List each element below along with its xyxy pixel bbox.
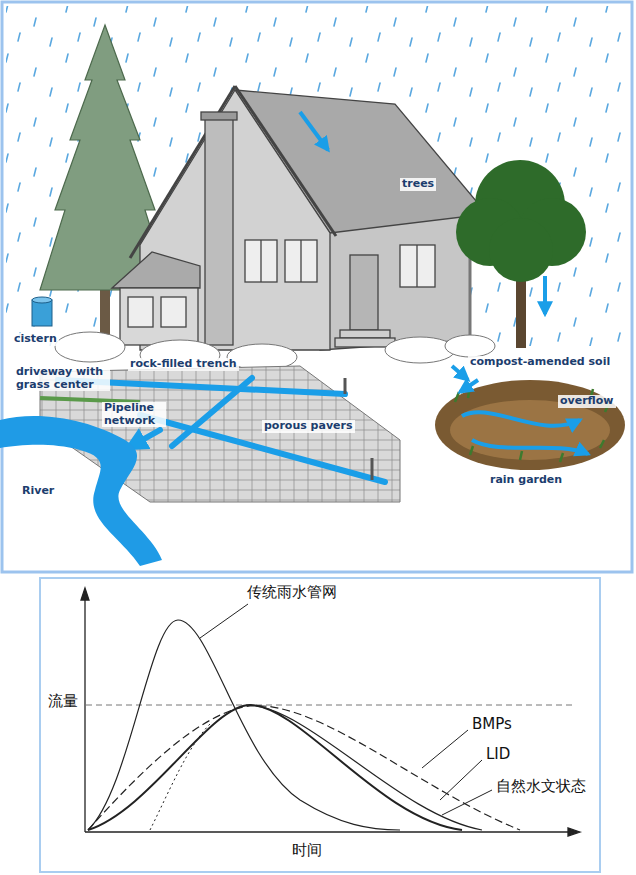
part-label: Pipeline network [102, 402, 166, 427]
shrubs [55, 332, 495, 370]
part-label: trees [400, 178, 436, 191]
curve-label: 传统雨水管网 [245, 584, 339, 601]
curve-label: 自然水文状态 [494, 778, 588, 795]
part-label: porous pavers [262, 420, 355, 433]
part-label: compost-amended soil [468, 356, 612, 369]
curve-label: BMPs [470, 716, 514, 733]
part-label: rain garden [488, 474, 564, 487]
conifer-tree [40, 25, 170, 345]
house [112, 86, 487, 350]
deciduous-tree [456, 160, 586, 348]
chart-axes [81, 588, 580, 836]
river [0, 416, 162, 566]
runoff-arrow [300, 112, 328, 150]
curve-label: LID [484, 746, 512, 763]
part-label: River [20, 485, 56, 498]
rain-arrow [543, 276, 547, 314]
flow-curves [88, 620, 520, 830]
part-label: cistern [12, 333, 59, 346]
peak-reference-line [86, 705, 575, 706]
leader-lines [200, 604, 492, 815]
part-label: rock-filled trench [128, 358, 239, 371]
part-label: driveway with grass center [14, 366, 110, 391]
rain-garden [435, 366, 625, 470]
cistern-symbol [32, 297, 52, 326]
part-label: overflow [558, 395, 616, 408]
chart-frame [40, 578, 600, 872]
axis-label: 时间 [290, 842, 324, 859]
axis-label: 流量 [46, 693, 80, 710]
